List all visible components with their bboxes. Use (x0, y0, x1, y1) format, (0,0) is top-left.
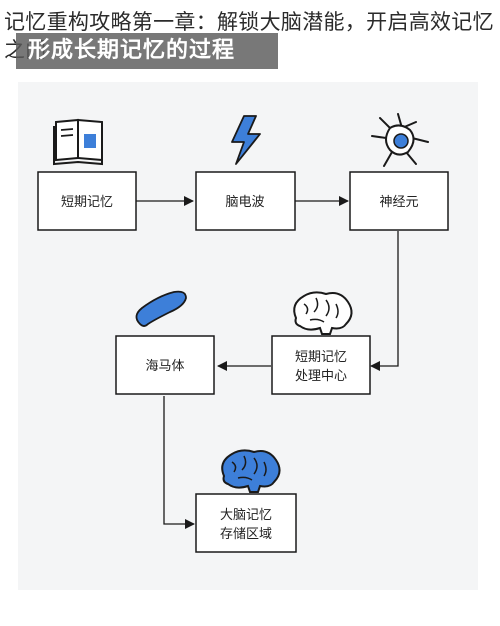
node-neuron: 神经元 (349, 171, 449, 231)
node-processing-center: 短期记忆 处理中心 (271, 335, 371, 395)
book-icon (53, 118, 103, 166)
node-short-term-label: 短期记忆 (61, 194, 113, 210)
node-storage-label-1: 大脑记忆 (220, 507, 272, 523)
node-brainwave-label: 脑电波 (225, 195, 264, 210)
node-short-term: 短期记忆 (37, 171, 137, 231)
brain-outline-icon (293, 291, 353, 335)
node-processing-label-2: 处理中心 (295, 369, 347, 384)
node-storage-label-2: 存储区域 (220, 527, 272, 542)
arrow-neuron-to-processing (370, 231, 399, 371)
node-storage-area: 大脑记忆 存储区域 (195, 493, 297, 553)
hippocampus-icon (135, 290, 187, 327)
node-processing-label-1: 短期记忆 (295, 349, 347, 365)
lightning-icon (231, 115, 261, 165)
neuron-icon (371, 113, 429, 167)
node-neuron-label: 神经元 (379, 195, 418, 210)
caption-text: 形成长期记忆的过程 (28, 38, 236, 63)
node-brainwave: 脑电波 (195, 171, 296, 231)
caption-banner (16, 33, 278, 69)
brain-blue-icon (221, 449, 281, 493)
node-hippocampus: 海马体 (115, 335, 215, 395)
node-hippocampus-label: 海马体 (145, 359, 184, 374)
arrow-hippocampus-to-storage (163, 396, 195, 529)
connectors (136, 196, 399, 529)
